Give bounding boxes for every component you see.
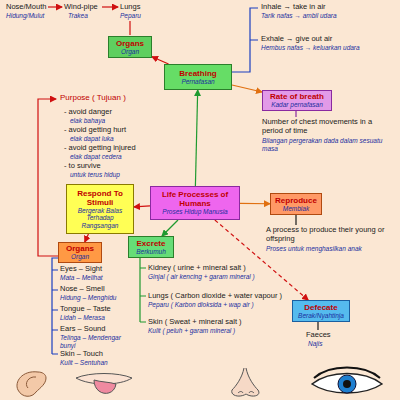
translation-text: Hembus nafas → keluarkan udara <box>261 44 360 52</box>
node-title: Breathing <box>179 69 216 78</box>
process-box: ExcreteBerkumuh <box>128 236 174 258</box>
node-subtitle: Membiak <box>283 205 309 213</box>
translation-text: Kulit ( peluh + garam mineral ) <box>148 327 235 335</box>
node-title: Defecate <box>304 303 337 312</box>
note-text: Inhale → take in air <box>261 3 326 12</box>
node-title: Excrete <box>137 239 166 248</box>
note-text: - avoid danger <box>64 108 112 117</box>
ear-fold <box>26 377 36 388</box>
ear-illustration <box>17 372 46 396</box>
note-text: Exhale → give out air <box>261 35 332 44</box>
node-title: Rate of breath <box>270 92 324 101</box>
translation-text: elak dapat cedera <box>70 153 122 161</box>
flow-arrow <box>48 6 62 7</box>
note-text: Purpose ( Tujuan ) <box>60 94 126 103</box>
topic-box: Rate of breathKadar pernafasan <box>262 90 332 111</box>
translation-text: untuk terus hidup <box>70 171 120 179</box>
process-box: BreathingPernafasan <box>164 64 232 90</box>
translation-text: Bilangan pergerakan dada dalam sesuatu m… <box>262 137 386 152</box>
connector-arrow <box>134 206 150 207</box>
note-text: - avoid getting hurt <box>64 126 126 135</box>
tongue-shape <box>94 380 116 393</box>
leader-line <box>317 322 318 330</box>
node-subtitle: Bergerak Balas Terhadap Rangsangan <box>69 207 131 230</box>
translation-text: Kulit – Sentuhan <box>60 359 108 367</box>
leader-line <box>295 110 296 117</box>
nose-outline <box>232 368 259 396</box>
node-title: Respond To Stimuli <box>69 189 131 207</box>
translation-text: Najis <box>308 340 322 348</box>
connector-arrow <box>195 90 197 186</box>
node-subtitle: Organ <box>71 253 89 261</box>
node-title: Organs <box>66 244 94 253</box>
note-text: Ears – Sound <box>60 325 105 334</box>
node-title: Life Processes of Humans <box>153 190 237 208</box>
note-text: Lungs <box>120 3 140 12</box>
node-title: Reproduce <box>275 196 317 205</box>
note-text: Wind-pipe <box>64 3 98 12</box>
pupil <box>343 380 351 388</box>
node-subtitle: Kadar pernafasan <box>271 101 323 109</box>
nose-illustration <box>232 368 259 396</box>
eyelash-line <box>314 368 380 379</box>
tongue-illustration <box>76 374 132 394</box>
process-box: ReproduceMembiak <box>270 193 322 215</box>
node-title: Organs <box>116 39 144 48</box>
connector-arrow <box>232 85 262 92</box>
translation-text: Mata – Melihat <box>60 274 103 282</box>
process-box: DefecateBerak/Nyahtinja <box>292 300 350 322</box>
translation-text: elak bahaya <box>70 117 105 125</box>
translation-text: elak dapat luka <box>70 135 114 143</box>
ear-outline <box>17 372 46 396</box>
translation-text: Proses untuk menghasilkan anak <box>266 245 390 253</box>
translation-text: Hidung/Mulut <box>6 12 44 20</box>
note-text: Skin ( Sweat + mineral salt ) <box>148 318 242 327</box>
leader-line <box>129 21 130 35</box>
eye-outline <box>312 374 382 394</box>
translation-text: Trakea <box>68 12 88 20</box>
note-text: - to survive <box>64 162 101 171</box>
nostril <box>238 392 254 394</box>
note-text: - avoid getting injured <box>64 144 136 153</box>
note-text: A process to produce their young or offs… <box>266 226 390 243</box>
translation-text: Peparu ( Karbon dioksida + wap air ) <box>148 301 254 309</box>
note-text: Kidney ( urine + mineral salt ) <box>148 264 246 273</box>
translation-text: Hidung – Menghidu <box>60 294 116 302</box>
translation-text: Peparu <box>120 12 141 20</box>
connector-arrow <box>152 57 169 64</box>
central-box: Life Processes of HumansProses Hidup Man… <box>150 186 240 220</box>
translation-text: Telinga – Mendengar bunyi <box>60 334 132 349</box>
connector-arrow <box>240 203 270 204</box>
translation-text: Lidah – Merasa <box>60 314 105 322</box>
translation-text: Tarik nafas → ambil udara <box>261 12 337 20</box>
note-text: Tongue – Taste <box>60 305 111 314</box>
node-subtitle: Pernafasan <box>181 78 214 86</box>
note-text: Nose/Mouth <box>6 3 46 12</box>
note-text: Faeces <box>306 331 331 340</box>
node-subtitle: Berak/Nyahtinja <box>298 312 344 320</box>
note-text: Skin – Touch <box>60 350 103 359</box>
bracket-line <box>232 8 258 72</box>
node-subtitle: Organ <box>121 48 139 56</box>
purpose-arrow <box>38 99 58 256</box>
node-subtitle: Berkumuh <box>136 248 166 256</box>
iris <box>338 375 356 393</box>
connector-arrow <box>85 234 89 242</box>
note-text: Lungs ( Carbon dioxide + water vapour ) <box>148 292 282 301</box>
organ-box: OrgansOrgan <box>108 36 152 58</box>
note-text: Nose – Smell <box>60 285 105 294</box>
node-subtitle: Proses Hidup Manusia <box>162 208 227 216</box>
process-box: Respond To StimuliBergerak Balas Terhada… <box>66 184 134 234</box>
organ-box: OrgansOrgan <box>58 242 102 263</box>
note-text: Number of chest movements in a period of… <box>262 118 386 135</box>
flow-arrow <box>102 6 118 7</box>
leader-line <box>295 215 296 225</box>
connector-arrow <box>162 220 178 236</box>
eye-illustration <box>312 368 382 394</box>
bracket-line <box>140 258 146 322</box>
bracket-line <box>52 258 58 354</box>
translation-text: Ginjal ( air kencing + garam mineral ) <box>148 273 255 281</box>
note-text: Eyes – Sight <box>60 265 102 274</box>
